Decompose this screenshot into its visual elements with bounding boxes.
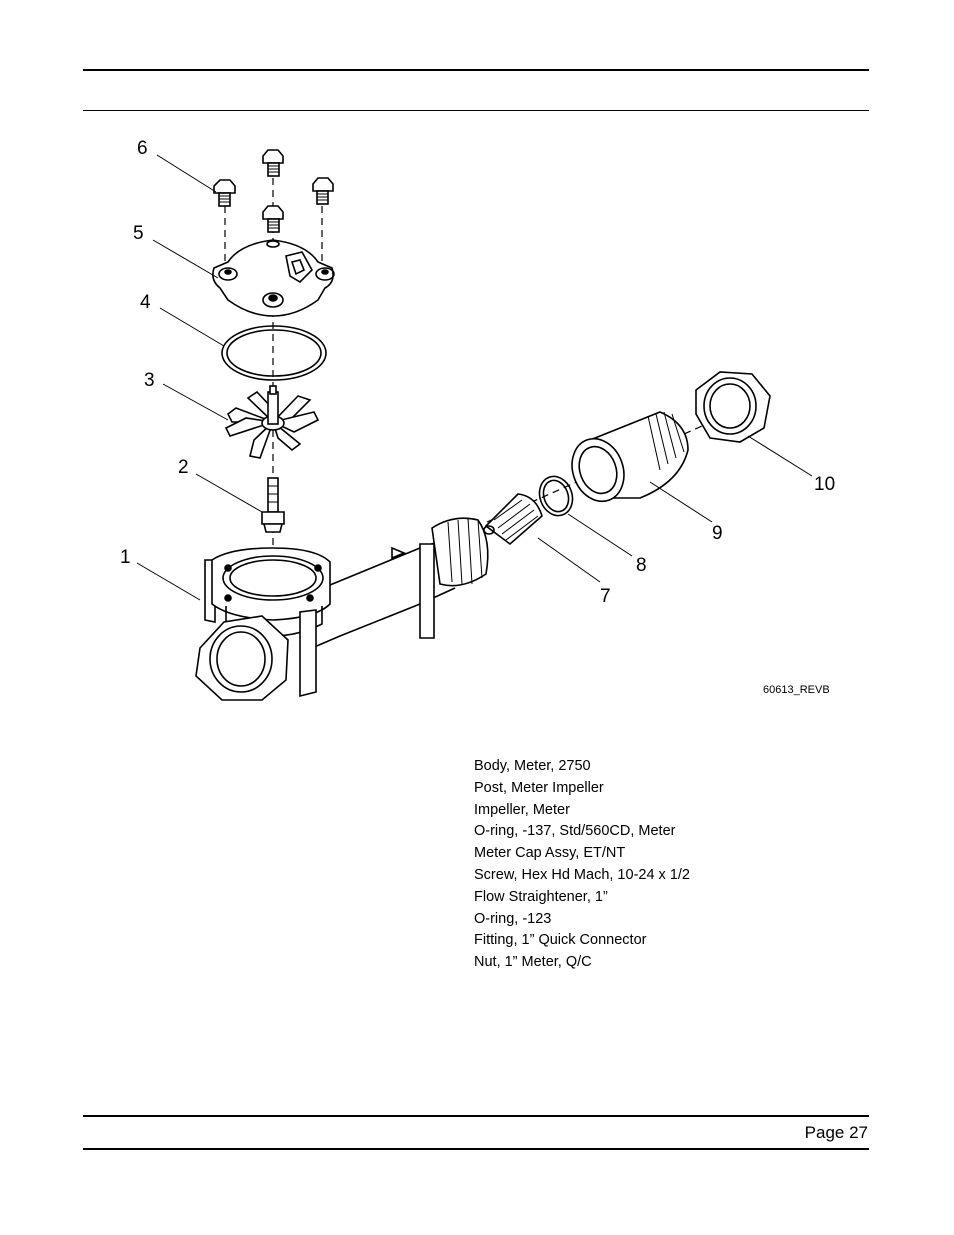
hex-screw xyxy=(262,205,284,233)
header-rule-top xyxy=(83,69,869,71)
hex-screw xyxy=(262,149,284,177)
callout-9: 9 xyxy=(712,523,723,544)
part-description: Post, Meter Impeller xyxy=(474,779,604,796)
meter-cap xyxy=(212,239,335,317)
callout-4: 4 xyxy=(140,292,151,313)
part-description: Impeller, Meter xyxy=(474,801,570,818)
part-description: Body, Meter, 2750 xyxy=(474,758,591,774)
part-description: O-ring, -137, Std/560CD, Meter xyxy=(474,823,676,840)
part-description: Fitting, 1” Quick Connector xyxy=(474,932,647,949)
hex-screw xyxy=(312,177,334,205)
callout-10: 10 xyxy=(814,474,836,495)
hex-screw xyxy=(213,179,236,207)
straightener-o-ring xyxy=(538,475,574,517)
quick-connector-fitting xyxy=(571,411,689,503)
part-description: Flow Straightener, 1” xyxy=(474,888,608,905)
callout-leaders xyxy=(136,154,813,601)
part-description: Nut, 1” Meter, Q/C xyxy=(474,954,592,971)
part-description: O-ring, -123 xyxy=(474,910,552,927)
callout-8: 8 xyxy=(636,555,647,576)
part-description: Screw, Hex Hd Mach, 10-24 x 1/2 xyxy=(474,866,690,883)
footer-rule-bottom xyxy=(83,1148,869,1150)
meter-nut xyxy=(695,371,771,443)
flow-straightener xyxy=(483,493,543,546)
meter-impeller xyxy=(224,385,320,459)
part-description: Meter Cap Assy, ET/NT xyxy=(474,845,626,862)
header-rule-bottom xyxy=(83,110,869,111)
callout-3: 3 xyxy=(144,370,155,391)
callout-1: 1 xyxy=(120,547,131,568)
page-number: Page 27 xyxy=(804,1123,868,1142)
meter-body xyxy=(195,517,489,701)
exploded-view-diagram xyxy=(136,149,813,701)
parts-list: Body, Meter, 2750 Post, Meter Impeller I… xyxy=(474,756,690,974)
footer-rule-top xyxy=(83,1115,869,1117)
meter-o-ring xyxy=(221,325,327,381)
callout-6: 6 xyxy=(137,138,148,159)
impeller-post xyxy=(261,477,285,533)
drawing-number: 60613_REVB xyxy=(763,684,830,696)
callout-2: 2 xyxy=(178,457,189,478)
callout-7: 7 xyxy=(600,586,611,607)
callout-5: 5 xyxy=(133,223,144,244)
